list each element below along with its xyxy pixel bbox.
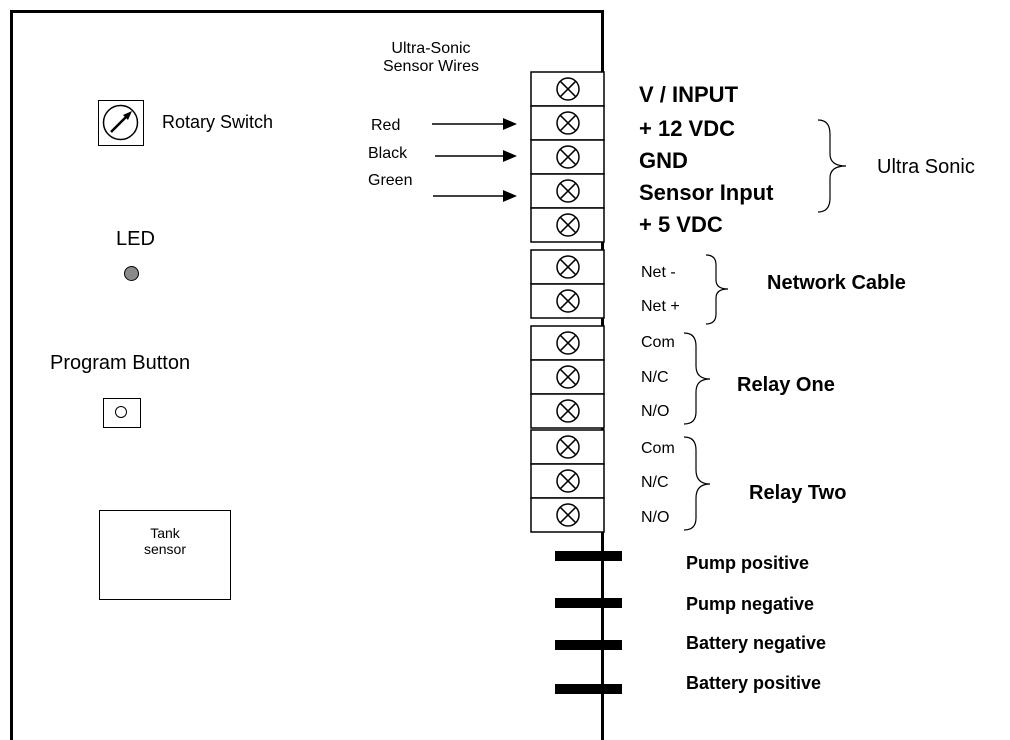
power-wire-pump-negative — [555, 598, 622, 608]
relay-one-nc-label: N/C — [641, 369, 669, 386]
group-label-relay-one: Relay One — [737, 374, 835, 396]
power-wire-battery-positive — [555, 684, 622, 694]
terminal-7 — [530, 283, 605, 319]
terminal-2 — [530, 105, 605, 141]
power-wire-pump-positive — [555, 551, 622, 561]
led-label: LED — [116, 228, 155, 250]
power-label-battery-positive: Battery positive — [686, 673, 822, 693]
relay-two-nc-label: N/C — [641, 474, 669, 491]
terminal-label-gnd: GND — [639, 148, 688, 173]
power-label-pump-positive: Pump positive — [686, 553, 810, 573]
relay-one-no-label: N/O — [641, 403, 670, 420]
terminal-12 — [530, 463, 605, 499]
terminal-5 — [530, 207, 605, 243]
terminal-3 — [530, 139, 605, 175]
terminal-label-v-input: V / INPUT — [639, 82, 739, 107]
terminal-9 — [530, 359, 605, 395]
tank-sensor: Tank sensor — [99, 510, 231, 600]
sensor-wires-title-line2: Sensor Wires — [382, 58, 480, 75]
terminal-block — [530, 71, 605, 533]
rotary-switch[interactable] — [98, 100, 144, 146]
brace-relay-one — [683, 332, 711, 425]
wire-arrow-red — [432, 118, 517, 130]
rotary-switch-label: Rotary Switch — [162, 112, 274, 132]
terminal-label-sensor-input: Sensor Input — [639, 180, 774, 205]
tank-sensor-label-line1: Tank — [150, 525, 180, 541]
terminal-label-5vdc: + 5 VDC — [639, 212, 723, 237]
terminal-label-net-plus: Net + — [641, 298, 680, 315]
tank-sensor-label-line2: sensor — [143, 541, 187, 557]
terminal-11 — [530, 429, 605, 465]
rotary-dial-icon — [102, 104, 139, 141]
sensor-wires-title-line1: Ultra-Sonic — [391, 40, 471, 57]
power-label-pump-negative: Pump negative — [686, 594, 815, 614]
terminal-1 — [530, 71, 605, 107]
led-indicator — [124, 266, 139, 281]
group-label-relay-two: Relay Two — [749, 482, 847, 504]
program-button-icon — [115, 406, 127, 418]
program-button[interactable] — [103, 398, 141, 428]
terminal-label-12vdc: + 12 VDC — [639, 116, 735, 141]
terminal-label-net-minus: Net - — [641, 264, 676, 281]
brace-network — [705, 254, 729, 325]
program-button-label: Program Button — [50, 352, 191, 374]
terminal-4 — [530, 173, 605, 209]
wire-label-black: Black — [368, 145, 408, 162]
power-wire-battery-negative — [555, 640, 622, 650]
wire-arrow-black — [435, 150, 517, 162]
brace-relay-two — [683, 436, 711, 531]
relay-one-com-label: Com — [641, 334, 675, 351]
brace-ultrasonic — [817, 119, 847, 213]
terminal-13 — [530, 497, 605, 533]
wire-label-green: Green — [368, 172, 413, 189]
terminal-6 — [530, 249, 605, 285]
group-label-ultrasonic: Ultra Sonic — [877, 156, 975, 178]
wire-arrow-green — [433, 190, 517, 202]
relay-two-com-label: Com — [641, 440, 675, 457]
wire-label-red: Red — [371, 117, 401, 134]
power-label-battery-negative: Battery negative — [686, 633, 827, 653]
terminal-8 — [530, 325, 605, 361]
group-label-network-cable: Network Cable — [767, 272, 906, 294]
relay-two-no-label: N/O — [641, 509, 670, 526]
terminal-10 — [530, 393, 605, 429]
